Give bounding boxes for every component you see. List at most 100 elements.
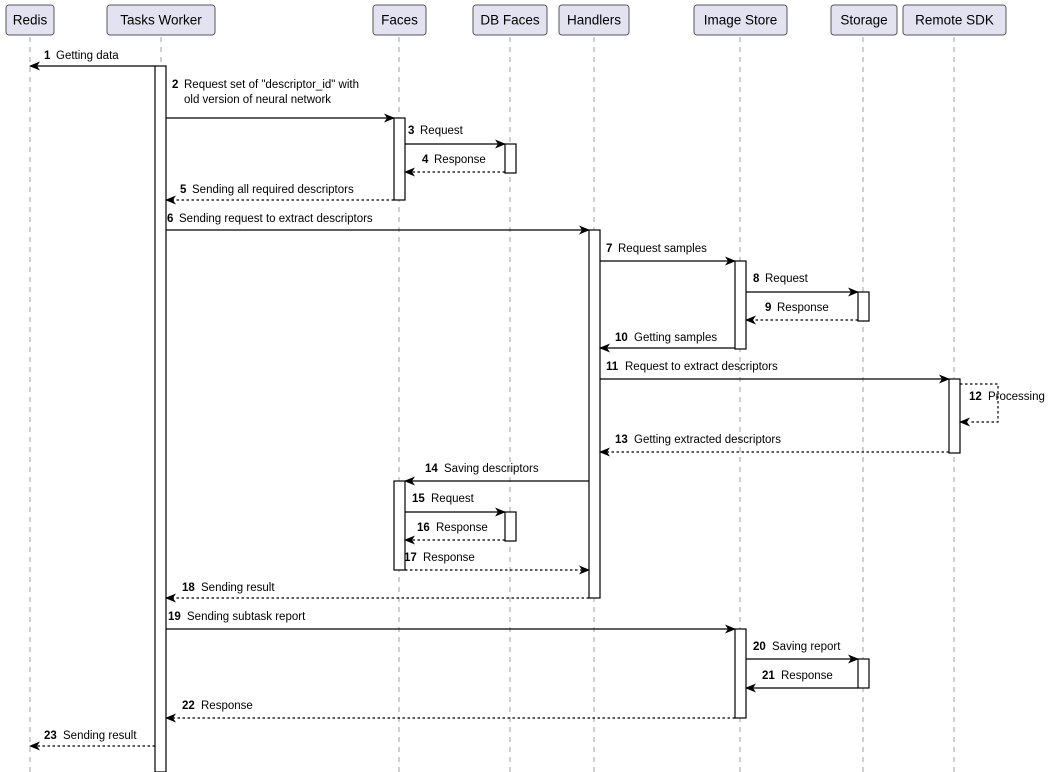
message-2[interactable]: 2 Request set of "descriptor_id" with old … <box>166 79 395 123</box>
participant-box-redis[interactable] <box>5 4 55 36</box>
message-text-17: Response <box>423 552 475 564</box>
participant-box-imagestore[interactable] <box>693 4 788 36</box>
participant-dbfaces[interactable]: DB Faces <box>472 4 548 36</box>
message-number-11: 11 <box>606 361 619 373</box>
message-text-2: Request set of "descriptor_id" with <box>184 79 359 91</box>
message-text-4: Response <box>434 154 486 166</box>
message-16[interactable]: 16 Response <box>404 522 505 545</box>
message-path-12 <box>959 383 999 427</box>
message-number-10: 10 <box>615 332 628 344</box>
message-12[interactable]: 12 Processing <box>959 383 1045 427</box>
participant-imagestore[interactable]: Image Store <box>693 4 788 36</box>
participant-label-handlers: Handlers <box>567 13 621 28</box>
message-text-22: Response <box>201 700 253 712</box>
message-text-16: Response <box>436 522 488 534</box>
message-1[interactable]: 1 Getting data <box>29 50 155 71</box>
message-number-3: 3 <box>408 125 414 137</box>
participant-faces[interactable]: Faces <box>372 4 427 36</box>
message-number-7: 7 <box>606 243 612 255</box>
message-22[interactable]: 22 Response <box>165 700 735 723</box>
participant-box-dbfaces[interactable] <box>472 4 548 36</box>
message-4[interactable]: 4 Response <box>404 154 505 177</box>
message-7[interactable]: 7 Request samples <box>600 243 736 266</box>
message-10[interactable]: 10 Getting samples <box>599 332 735 353</box>
participant-box-remotesdk[interactable] <box>902 4 1007 36</box>
lifelines-layer <box>29 37 955 772</box>
participant-label-redis: Redis <box>13 13 48 28</box>
activation-bar-act-storage-2 <box>857 658 870 689</box>
message-text-18: Sending result <box>201 582 275 594</box>
message-number-20: 20 <box>753 641 766 653</box>
message-number-8: 8 <box>753 273 760 285</box>
participant-redis[interactable]: Redis <box>5 4 55 36</box>
message-11[interactable]: 11 Request to extract descriptors <box>600 361 950 384</box>
message-text-9: Response <box>777 302 829 314</box>
participant-remotesdk[interactable]: Remote SDK <box>902 4 1007 36</box>
message-9[interactable]: 9 Response <box>745 302 858 325</box>
participant-label-imagestore: Image Store <box>704 13 778 28</box>
activations-layer <box>154 65 961 772</box>
message-21[interactable]: 21 Response <box>745 670 858 693</box>
activation-bar-act-dbfaces-2 <box>504 511 517 542</box>
message-text-5: Sending all required descriptors <box>192 184 354 196</box>
message-18[interactable]: 18 Sending result <box>165 582 589 603</box>
message-number-12: 12 <box>969 391 982 403</box>
participant-storage[interactable]: Storage <box>830 4 898 36</box>
participant-box-tasksworker[interactable] <box>106 4 216 36</box>
activation-bar-act-tasksworker-main <box>154 65 167 772</box>
participant-box-faces[interactable] <box>372 4 427 36</box>
activation-bar-act-storage-1 <box>857 291 870 322</box>
participant-handlers[interactable]: Handlers <box>558 4 630 36</box>
participants-layer: Redis Tasks Worker Faces DB Faces Handlers Im… <box>5 4 1007 36</box>
message-number-22: 22 <box>182 700 195 712</box>
activation-bar-act-remotesdk-1 <box>948 378 961 454</box>
participant-label-storage: Storage <box>840 13 887 28</box>
participant-label-faces: Faces <box>381 13 418 28</box>
message-text-11: Request to extract descriptors <box>625 361 778 373</box>
message-text-10: Getting samples <box>634 332 717 344</box>
message-8[interactable]: 8 Request <box>746 273 859 297</box>
message-text-21: Response <box>781 670 833 682</box>
message-text-1: Getting data <box>56 50 119 62</box>
participant-tasksworker[interactable]: Tasks Worker <box>106 4 216 36</box>
message-number-23: 23 <box>44 730 57 742</box>
activation-bar-act-faces-1 <box>393 117 406 201</box>
messages-layer: 1 Getting data 2 Request set of "descriptor… <box>29 50 1045 751</box>
message-number-4: 4 <box>422 154 429 166</box>
message-number-13: 13 <box>615 434 628 446</box>
message-number-6: 6 <box>167 213 173 225</box>
message-19[interactable]: 19 Sending subtask report <box>166 611 736 634</box>
message-text2-2: old version of neural network <box>184 94 331 106</box>
activation-bar-act-handlers-1 <box>588 229 601 599</box>
message-text-12: Processing <box>988 391 1045 403</box>
message-text-8: Request <box>765 273 809 285</box>
participant-box-handlers[interactable] <box>558 4 630 36</box>
participant-label-tasksworker: Tasks Worker <box>120 13 202 28</box>
message-number-1: 1 <box>44 50 51 62</box>
message-number-9: 9 <box>765 302 771 314</box>
activation-bar-act-dbfaces-1 <box>504 143 517 174</box>
message-text-20: Saving report <box>772 641 841 653</box>
message-number-2: 2 <box>172 79 178 91</box>
message-text-13: Getting extracted descriptors <box>634 434 781 446</box>
message-text-7: Request samples <box>618 243 707 255</box>
message-number-18: 18 <box>182 582 195 594</box>
message-number-21: 21 <box>762 670 775 682</box>
message-20[interactable]: 20 Saving report <box>746 641 859 664</box>
participant-box-storage[interactable] <box>830 4 898 36</box>
message-number-19: 19 <box>168 611 181 623</box>
message-5[interactable]: 5 Sending all required descriptors <box>165 184 394 205</box>
activation-bar-act-faces-2 <box>393 480 406 571</box>
message-13[interactable]: 13 Getting extracted descriptors <box>599 434 949 457</box>
message-text-19: Sending subtask report <box>187 611 306 623</box>
message-number-5: 5 <box>180 184 187 196</box>
message-number-16: 16 <box>417 522 430 534</box>
